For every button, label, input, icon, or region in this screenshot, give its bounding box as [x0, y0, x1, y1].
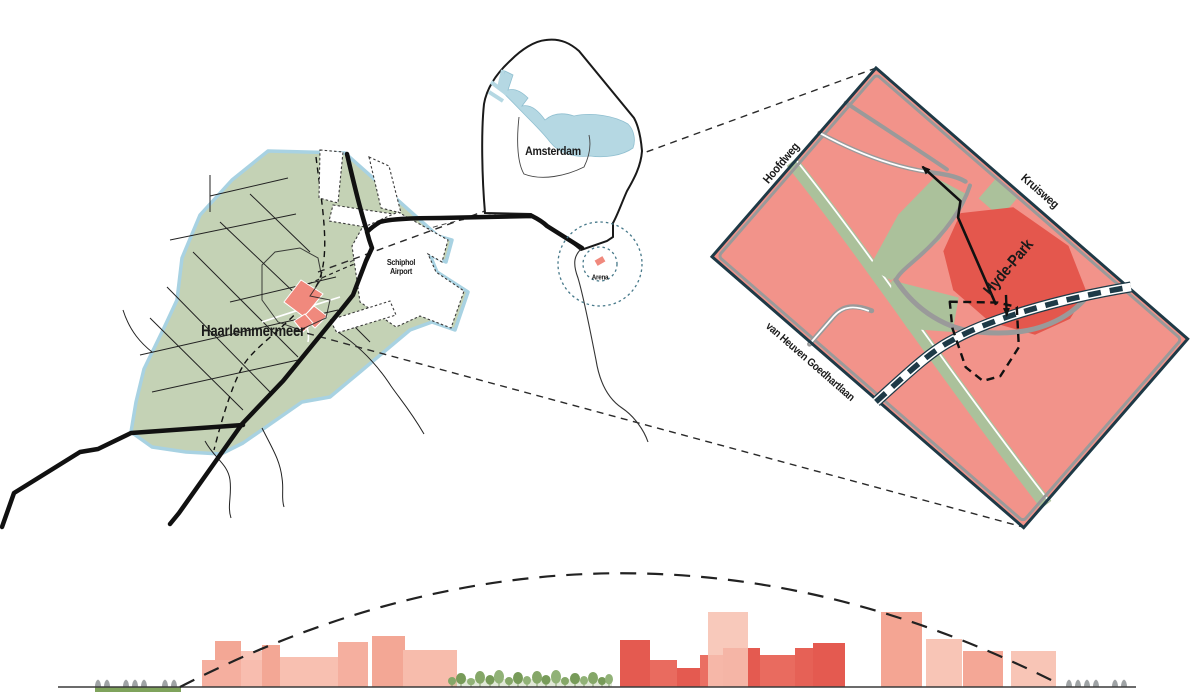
detail-border — [709, 65, 1190, 530]
green-square — [978, 178, 1018, 218]
skyline-section — [58, 572, 1136, 692]
polder-roads — [122, 175, 425, 519]
arena-outer-ring — [557, 221, 643, 307]
connector-bottom — [294, 329, 1024, 528]
amsterdam-label: Amsterdam — [525, 144, 581, 158]
schiphol-label-line1: Schiphol — [386, 258, 416, 267]
skyline-west-buildings — [202, 636, 457, 687]
skyline-east-buildings — [881, 612, 1056, 687]
green-wedge — [868, 177, 966, 281]
arena-site — [594, 256, 606, 266]
schiphol-label-line2: Airport — [389, 267, 413, 276]
runway-strip-1 — [318, 149, 344, 204]
runway-strip-2 — [368, 156, 402, 214]
grey-trees — [95, 679, 1127, 687]
schiphol-area — [351, 211, 465, 329]
label-arrow — [1002, 294, 1010, 317]
site-boundary — [948, 300, 1021, 383]
white-strip-sw — [329, 300, 397, 334]
motorway-diagonal — [167, 213, 585, 527]
railway — [872, 281, 1132, 406]
road-south — [574, 248, 649, 443]
schiphol-airport-label: Schiphol Airport — [386, 258, 416, 276]
city-centre-line — [517, 116, 591, 178]
motorway-west — [0, 422, 246, 530]
harbor-piers — [487, 69, 509, 103]
arena-inner-ring — [582, 246, 618, 282]
hoofddorp-site-blocks — [283, 279, 328, 333]
detail-map — [709, 65, 1190, 530]
haarlemmermeer-map — [122, 149, 529, 519]
arena-marker — [557, 221, 643, 307]
arena-label: Arena — [591, 274, 609, 282]
amsterdam-map — [481, 38, 644, 252]
motorway-north-branch — [344, 151, 370, 234]
section-arc — [179, 572, 1056, 688]
route-arrow — [921, 165, 998, 306]
skyline-centre-buildings — [620, 612, 845, 687]
centre-trees — [448, 670, 613, 687]
village-outline — [261, 247, 331, 331]
green-base-strip — [95, 687, 181, 692]
ij-water — [497, 70, 635, 158]
tall-tower — [708, 612, 748, 687]
schiphol-cutouts — [318, 149, 465, 334]
haarlemmermeer-label: Haarlemmermeer — [201, 323, 305, 340]
callout-connectors — [294, 67, 1024, 528]
perimeter-road — [718, 74, 1182, 522]
detail-road-centerlines — [808, 132, 929, 345]
motorways — [0, 151, 585, 530]
